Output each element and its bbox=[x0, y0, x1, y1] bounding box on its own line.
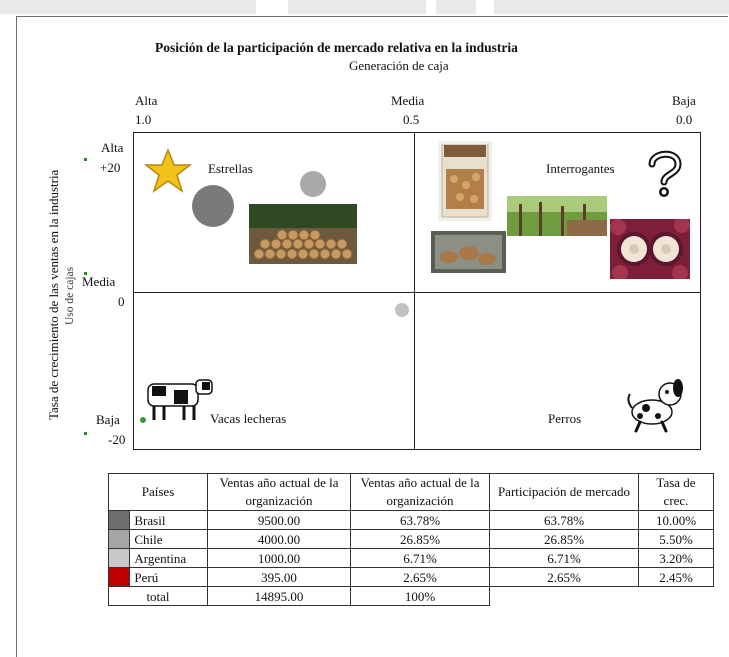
y-axis-outer-label: Tasa de crecimiento de las ventas en la … bbox=[46, 169, 61, 420]
y-top-label: Alta bbox=[101, 140, 124, 155]
country-cell: Argentina bbox=[129, 548, 208, 568]
x-mid-value: 0.5 bbox=[403, 112, 420, 127]
cow-icon bbox=[147, 379, 213, 420]
y-mid-value: 0 bbox=[118, 294, 125, 309]
country-cell: Brasil bbox=[129, 510, 208, 530]
header-sales-pct: Ventas año actual de la organización bbox=[350, 473, 490, 511]
top-tab-strip bbox=[0, 0, 729, 16]
header-countries: Países bbox=[108, 473, 208, 511]
seeds-photo bbox=[431, 231, 506, 273]
x-left-label: Alta bbox=[135, 93, 158, 108]
quadrant-label-question: Interrogantes bbox=[546, 161, 615, 176]
color-swatch-chile bbox=[107, 529, 131, 549]
x-left-value: 1.0 bbox=[135, 112, 152, 127]
total-pct-cell: 100% bbox=[350, 586, 490, 606]
header-sales: Ventas año actual de la organización bbox=[207, 473, 351, 511]
share-cell: 26.85% bbox=[489, 529, 639, 549]
sales-pct-cell: 26.85% bbox=[350, 529, 490, 549]
country-cell: Perú bbox=[129, 567, 208, 587]
color-swatch-brasil bbox=[107, 510, 131, 530]
sales-cell: 1000.00 bbox=[207, 548, 351, 568]
share-cell: 63.78% bbox=[489, 510, 639, 530]
quadrant-label-stars: Estrellas bbox=[208, 161, 253, 176]
growth-cell: 5.50% bbox=[638, 529, 714, 549]
y-mid-label: Media bbox=[82, 274, 116, 289]
question-mark-icon bbox=[648, 150, 682, 197]
color-swatch-peru bbox=[107, 567, 131, 587]
bcg-matrix-grid bbox=[133, 132, 701, 450]
growth-cell: 10.00% bbox=[638, 510, 714, 530]
sales-pct-cell: 2.65% bbox=[350, 567, 490, 587]
sales-cell: 395.00 bbox=[207, 567, 351, 587]
share-cell: 2.65% bbox=[489, 567, 639, 587]
y-top-value: +20 bbox=[100, 160, 121, 175]
x-mid-label: Media bbox=[391, 93, 425, 108]
forest-photo bbox=[507, 196, 607, 236]
table-row: Brasil 9500.00 63.78% 63.78% 10.00% bbox=[107, 510, 714, 530]
growth-cell: 2.45% bbox=[638, 567, 714, 587]
bubble-peru bbox=[140, 417, 146, 423]
chart-title: Posición de la participación de mercado … bbox=[155, 40, 518, 55]
table-row: Argentina 1000.00 6.71% 6.71% 3.20% bbox=[107, 548, 714, 568]
y-tick-mark-top bbox=[84, 158, 87, 161]
sales-pct-cell: 6.71% bbox=[350, 548, 490, 568]
y-tick-mark-bottom bbox=[84, 432, 87, 435]
fruit-photo bbox=[610, 219, 690, 279]
bubble-chile bbox=[300, 171, 326, 197]
figure-frame bbox=[16, 16, 728, 657]
matrix-vertical-divider bbox=[414, 132, 415, 450]
table-row: Chile 4000.00 26.85% 26.85% 5.50% bbox=[107, 529, 714, 549]
seed-bag-photo bbox=[438, 141, 492, 221]
growth-cell: 3.20% bbox=[638, 548, 714, 568]
quadrant-label-dogs: Perros bbox=[548, 411, 582, 426]
sales-table: Países Ventas año actual de la organizac… bbox=[107, 473, 714, 606]
bubble-argentina bbox=[395, 303, 409, 317]
color-swatch-argentina bbox=[107, 548, 131, 568]
table-total-row: total 14895.00 100% bbox=[108, 586, 714, 606]
y-tick-mark-mid bbox=[84, 272, 87, 275]
star-icon bbox=[144, 148, 192, 193]
sales-cell: 4000.00 bbox=[207, 529, 351, 549]
y-bottom-value: -20 bbox=[108, 432, 126, 447]
dog-icon bbox=[627, 379, 683, 433]
log-pile-photo bbox=[249, 204, 357, 264]
table-header-row: Países Ventas año actual de la organizac… bbox=[108, 473, 714, 511]
quadrant-label-cows: Vacas lecheras bbox=[210, 411, 287, 426]
country-cell: Chile bbox=[129, 529, 208, 549]
matrix-horizontal-divider bbox=[133, 292, 701, 293]
x-axis-top-label: Generación de caja bbox=[349, 58, 449, 73]
bubble-brasil bbox=[192, 185, 234, 227]
sales-pct-cell: 63.78% bbox=[350, 510, 490, 530]
y-bottom-label: Baja bbox=[96, 412, 120, 427]
share-cell: 6.71% bbox=[489, 548, 639, 568]
sales-cell: 9500.00 bbox=[207, 510, 351, 530]
header-market-share: Participación de mercado bbox=[489, 473, 639, 511]
x-right-label: Baja bbox=[672, 93, 696, 108]
table-row: Perú 395.00 2.65% 2.65% 2.45% bbox=[107, 567, 714, 587]
y-axis-inner-label: Uso de cajas bbox=[64, 266, 76, 325]
header-growth: Tasa de crec. bbox=[638, 473, 714, 511]
total-label-cell: total bbox=[108, 586, 208, 606]
x-right-value: 0.0 bbox=[676, 112, 693, 127]
total-sales-cell: 14895.00 bbox=[207, 586, 351, 606]
